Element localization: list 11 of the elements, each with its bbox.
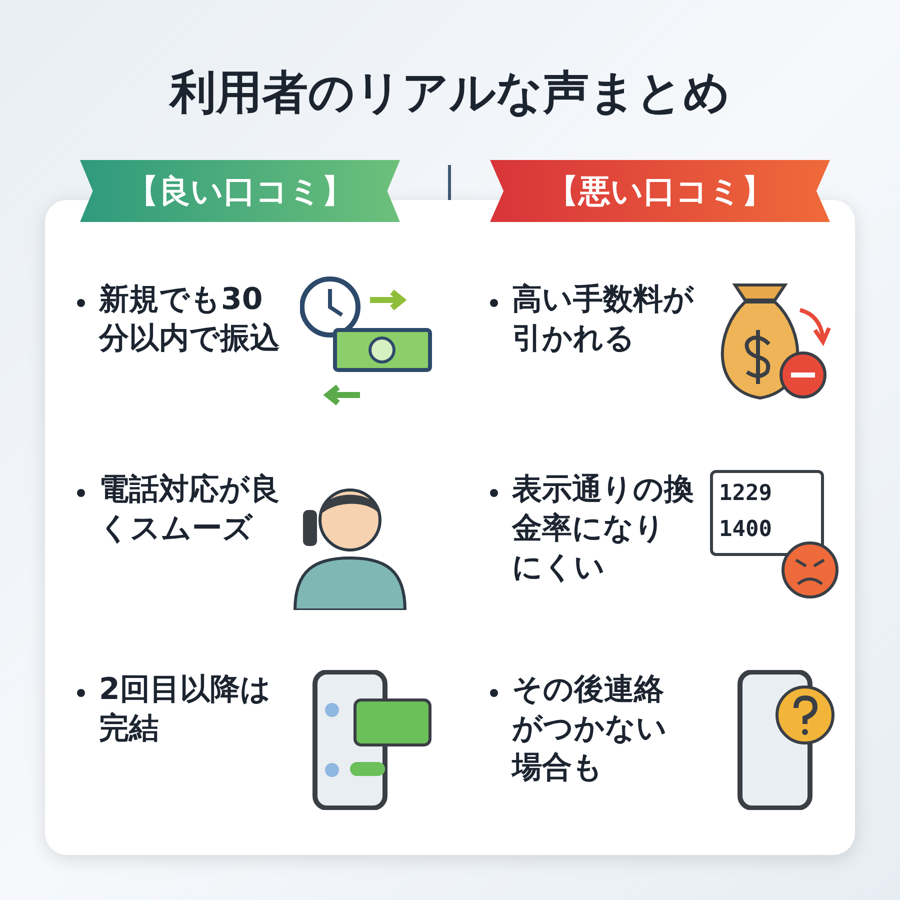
page-title: 利用者のリアルな声まとめ: [168, 64, 731, 121]
heading-banner: 【良い口コミ】: [80, 160, 400, 222]
bullet-text: その後連絡がつかない場合も: [486, 670, 694, 787]
bullet-text: 新規でも30分以内で振込: [73, 280, 281, 358]
bullet-text: 2回目以降は完結: [73, 670, 281, 748]
bullet-text: 電話対応が良くスムーズ: [73, 470, 281, 548]
heading-banner: 【悪い口コミ】: [490, 160, 830, 222]
bullet-text: 高い手数料が引かれる: [486, 280, 694, 358]
rate-number: 1229: [719, 481, 772, 506]
rate-number: 1400: [719, 517, 772, 542]
bullet-text: 表示通りの換金率になりにくい: [486, 470, 694, 587]
